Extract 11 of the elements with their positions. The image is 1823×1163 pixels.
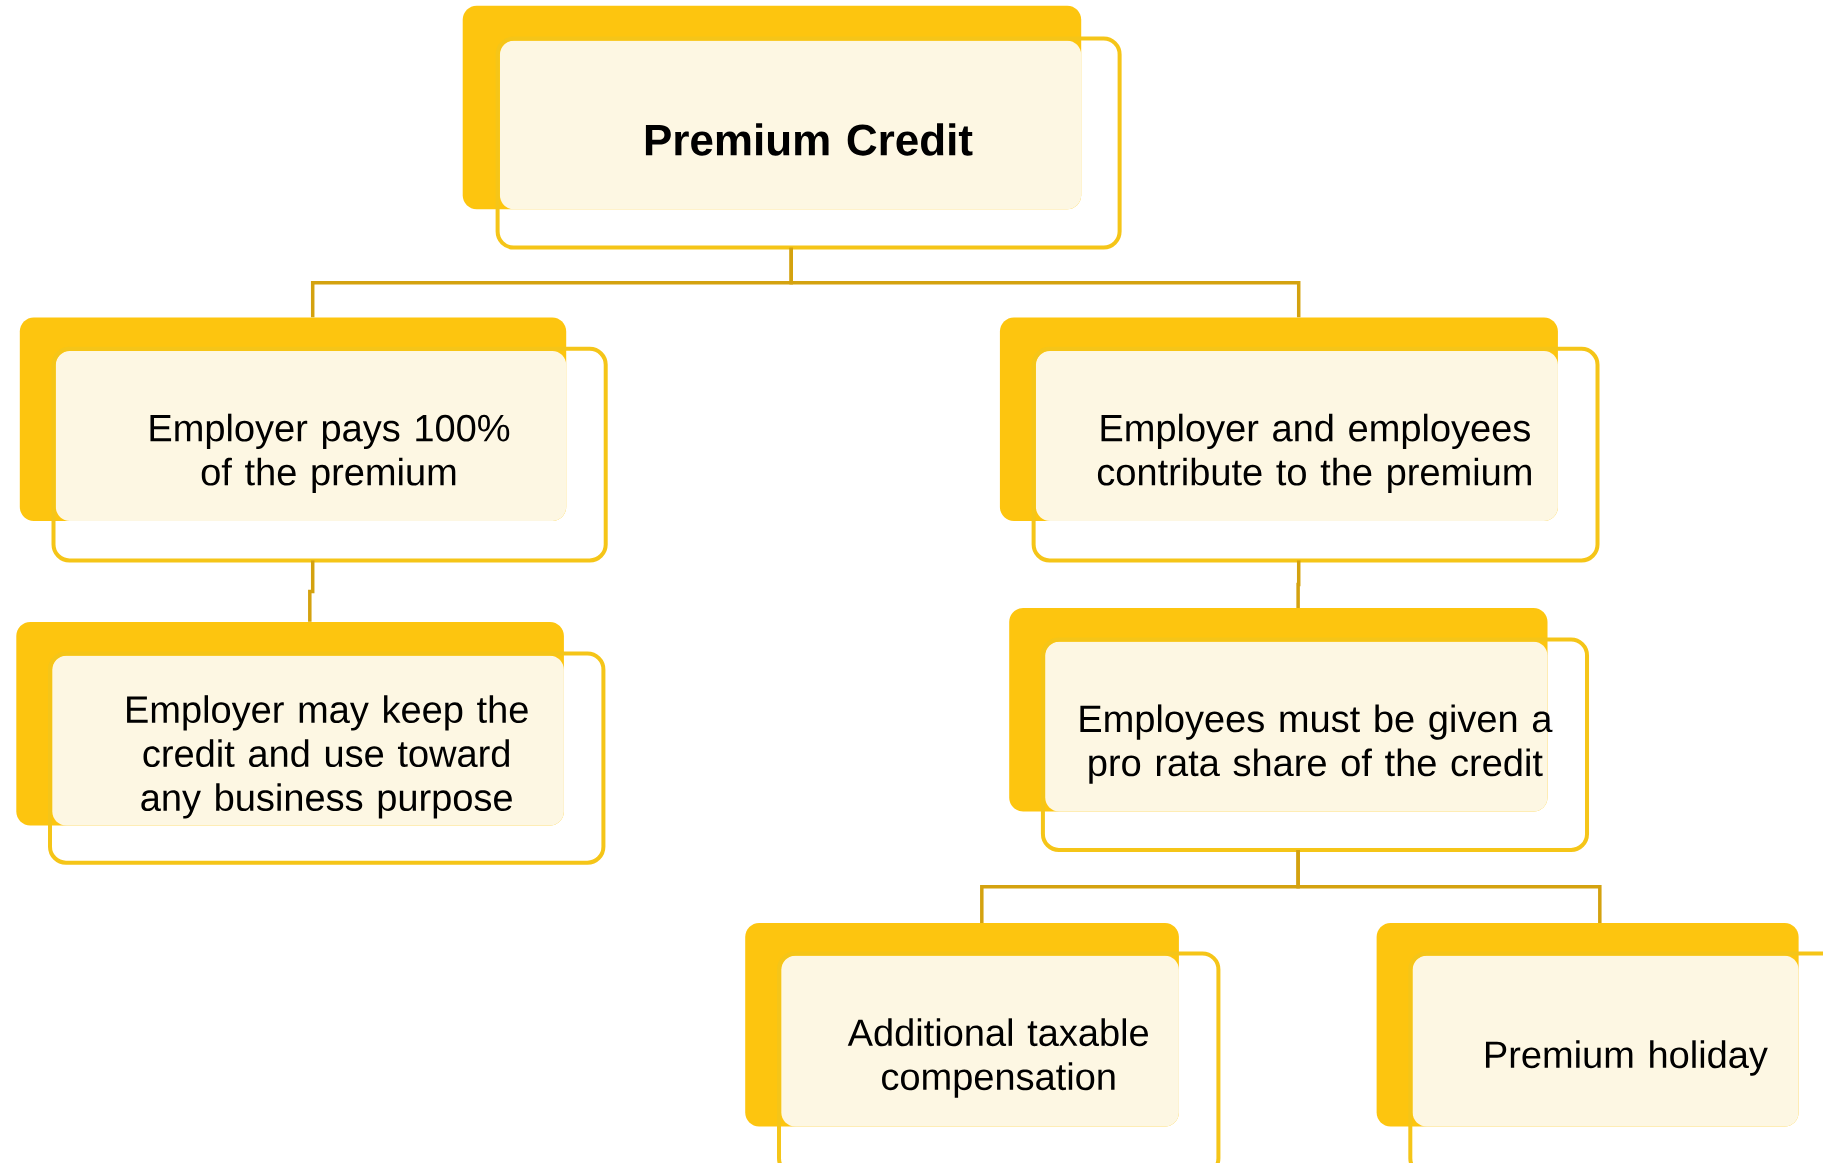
- process-box: Additional taxable compensation: [745, 923, 1221, 1163]
- process-box: Employer may keep the credit and use toward any business purpose: [16, 622, 606, 865]
- process-box: Employer pays 100% of the premium: [19, 317, 608, 563]
- process-box: Employees must be given a pro rata share of the credit: [1009, 608, 1589, 852]
- connector-line: [308, 560, 315, 622]
- process-box: Premium Credit: [462, 5, 1122, 250]
- process-box: Employer and employees contribute to the premium: [999, 317, 1600, 563]
- connector-line: [1296, 850, 1602, 923]
- process-box: Premium holiday: [1376, 923, 1823, 1163]
- connector-line: [789, 247, 1301, 318]
- connector-line: [1296, 560, 1301, 608]
